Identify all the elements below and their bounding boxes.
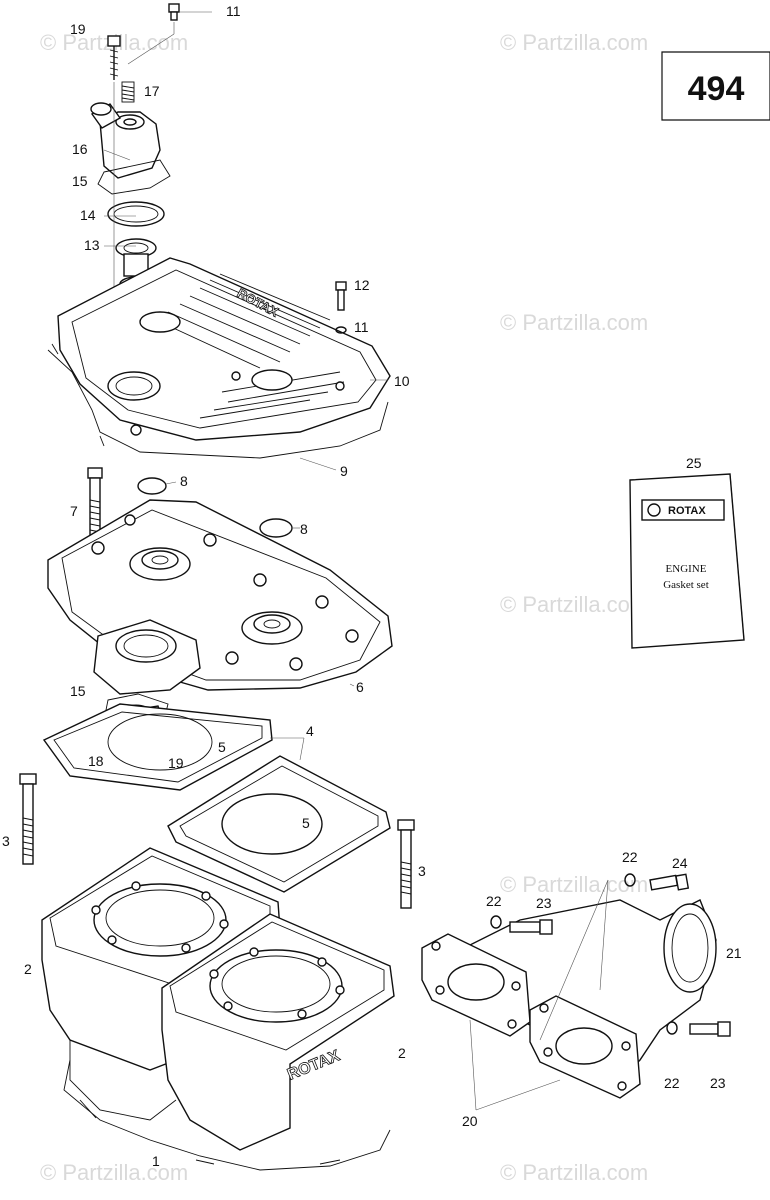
o-ring-8-left xyxy=(137,477,167,495)
head-gasket-5-right xyxy=(167,755,391,893)
callout-17: 17 xyxy=(144,83,160,99)
callout-2-right: 2 xyxy=(398,1045,406,1061)
callout-21: 21 xyxy=(726,945,742,961)
watermark-text: © Partzilla.com xyxy=(500,592,648,617)
gasket-set-line2: Gasket set xyxy=(663,579,709,591)
gasket-set-brand: ROTAX xyxy=(668,505,706,517)
callout-6: 6 xyxy=(356,679,364,695)
callout-13: 13 xyxy=(84,237,100,253)
bolt-24 xyxy=(649,873,690,891)
callout-8-right: 8 xyxy=(300,521,308,537)
callout-8-left: 8 xyxy=(180,473,188,489)
bolt-23-b xyxy=(689,1021,731,1037)
callout-10: 10 xyxy=(394,373,410,389)
callout-1: 1 xyxy=(152,1153,160,1169)
callout-22-b: 22 xyxy=(486,893,502,909)
cylinder-head-6 xyxy=(47,499,393,695)
exhaust-flange-20-right xyxy=(529,995,641,1099)
thermostat-housing-16 xyxy=(90,102,161,179)
watermark-text: © Partzilla.com xyxy=(40,1160,188,1185)
callout-22-c: 22 xyxy=(664,1075,680,1091)
callout-24: 24 xyxy=(672,855,688,871)
gasket-set-line1: ENGINE xyxy=(666,563,707,575)
callout-leaders xyxy=(103,149,388,687)
callout-14: 14 xyxy=(80,207,96,223)
callout-3-right: 3 xyxy=(418,863,426,879)
washer-22-a xyxy=(624,873,636,887)
bolt-19-top xyxy=(107,35,121,80)
screw-11-top xyxy=(168,3,212,21)
callout-12: 12 xyxy=(354,277,370,293)
bolt-12 xyxy=(335,281,347,311)
spring-17 xyxy=(121,81,135,103)
callout-5-right: 5 xyxy=(302,815,310,831)
stud-3-right xyxy=(397,819,415,909)
callout-4: 4 xyxy=(306,723,314,739)
base-gasket-1 xyxy=(63,1059,391,1171)
page-number: 494 xyxy=(688,70,745,108)
watermark-text: © Partzilla.com xyxy=(500,30,648,55)
callout-16: 16 xyxy=(72,141,88,157)
watermarks: © Partzilla.com © Partzilla.com © Partzi… xyxy=(40,30,648,1185)
watermark-text: © Partzilla.com xyxy=(500,872,648,897)
callout-9: 9 xyxy=(340,463,348,479)
callout-23-b: 23 xyxy=(710,1075,726,1091)
callout-7: 7 xyxy=(70,503,78,519)
stud-3-left xyxy=(19,773,37,865)
o-ring-14 xyxy=(107,201,165,227)
callout-5-left: 5 xyxy=(218,739,226,755)
gasket-15-top xyxy=(97,159,171,195)
callout-11-mid: 11 xyxy=(354,319,369,335)
callout-11-top: 11 xyxy=(226,3,241,19)
exhaust-flange-20-left xyxy=(421,933,531,1037)
callout-2-left: 2 xyxy=(24,961,32,977)
bolt-23-a xyxy=(509,919,553,935)
callout-25: 25 xyxy=(686,455,702,471)
head-cover-10: ROTAX xyxy=(57,257,391,441)
callout-15-lower: 15 xyxy=(70,683,86,699)
watermark-text: © Partzilla.com xyxy=(500,1160,648,1185)
page-number-box: 494 xyxy=(661,51,770,121)
callout-labels: 11 19 17 16 15 14 13 12 11 10 9 8 7 8 6 … xyxy=(2,3,742,1169)
cylinder-2-left xyxy=(41,847,281,1121)
head-gasket-5-left xyxy=(42,703,273,791)
cover-gasket-9 xyxy=(47,343,389,459)
washer-11-mid xyxy=(335,326,347,334)
callout-20: 20 xyxy=(462,1113,478,1129)
washer-22-c xyxy=(666,1021,678,1035)
callout-15-top: 15 xyxy=(72,173,88,189)
callout-23-a: 23 xyxy=(536,895,552,911)
o-ring-8-right xyxy=(259,518,293,538)
callout-19-lower: 19 xyxy=(168,755,184,771)
callout-3-left: 3 xyxy=(2,833,10,849)
watermark-text: © Partzilla.com xyxy=(500,310,648,335)
callout-19-top: 19 xyxy=(70,21,86,37)
gasket-set-25: ROTAX ENGINE Gasket set xyxy=(629,473,745,649)
callout-18: 18 xyxy=(88,753,104,769)
washer-22-b xyxy=(490,915,502,929)
callout-22-a: 22 xyxy=(622,849,638,865)
